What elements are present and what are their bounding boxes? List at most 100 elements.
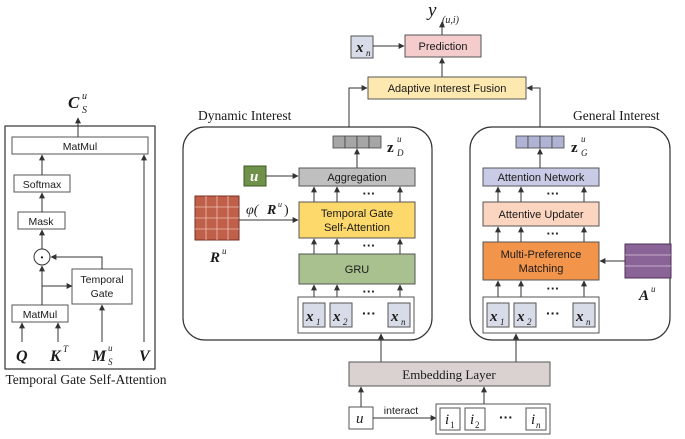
zg-vector [515,135,565,149]
dots-gru-tgsa: ··· [363,238,376,253]
arrow-gate-to-dot [50,254,103,269]
zg-sub: G [581,148,588,158]
k-input-label: K [49,348,62,365]
mask-label: Mask [28,216,54,228]
cs-output-label: C [68,93,80,112]
zg-sup: u [581,134,586,144]
output-y-sub: (u,i) [442,15,460,26]
au-matrix [624,243,672,279]
zd-vector [332,135,382,149]
softmax-label: Softmax [23,179,62,191]
dyn-seq-sub-2: 2 [343,317,348,327]
mpm-label-2: Matching [519,263,564,275]
dyn-seq-base-1: x [305,309,314,325]
zd-label: z [387,140,394,156]
zg-label: z [571,140,578,156]
gen-seq-sub-2: 2 [527,317,532,327]
au-label: A [638,288,649,304]
gen-seq-sub-1: 1 [500,317,505,327]
prediction-label: Prediction [419,41,468,53]
xn-query-sub: n [366,48,371,58]
gen-seq-cell-2 [513,302,537,328]
gen-seq-to-mpm-arrows [495,280,587,297]
item-base-1: i [445,412,449,428]
dots-seq-mpm: ··· [547,281,560,296]
matmul-top-label: MatMul [63,141,97,153]
gen-seq-sub-n: n [586,317,591,327]
zd-sup: u [397,134,402,144]
temporal-gate-box [71,268,133,305]
gru-to-tgsa-arrows [311,238,403,254]
matmul-top-box [11,136,149,155]
output-section: y (u,i) Prediction x n Adaptive Interest… [348,0,541,135]
item-cell-1 [439,407,461,431]
tgsa-to-aggregation-arrows [311,186,403,202]
gen-seq-base-2: x [516,309,525,325]
m-input-sub: S [108,357,113,367]
phi-sup: u [278,200,282,209]
matmul-bottom-box [11,304,69,323]
item-sub-n: n [536,420,541,430]
embedding-layer-label: Embedding Layer [402,367,496,382]
adaptive-fusion-label: Adaptive Interest Fusion [388,83,507,95]
phi-r: R [266,203,276,218]
mpm-label-1: Multi-Preference [501,249,582,261]
dots-tgsa-agg: ··· [363,186,376,201]
output-y-label: y [426,0,437,21]
matmul-bottom-label: MatMul [23,309,57,321]
tgsa-label-2: Self-Attention [324,222,390,234]
dyn-seq-sub-n: n [401,317,406,327]
dynamic-seq-items: x 1 x 2 ··· x n [302,302,411,328]
multi-preference-matching-box [482,241,600,281]
xn-query-box [350,35,374,59]
item-cell-2 [464,407,486,431]
phi-close: ) [284,203,289,218]
interact-label: interact [384,405,419,417]
dots-mpm-updater: ··· [547,226,560,241]
dynamic-interest-panel: Dynamic Interest z u D u Aggregation ···… [182,108,433,341]
tgsa-panel-frame [4,125,156,370]
arrow-zg-to-fusion [526,85,541,135]
dyn-seq-base-n: x [390,309,399,325]
gen-seq-base-n: x [575,309,584,325]
gen-seq-cell-n [572,302,596,328]
tgsa-box [298,201,416,239]
item-base-n: i [531,412,535,428]
tgsa-label-1: Temporal Gate [321,208,393,220]
ru-label: R [209,250,220,266]
general-interest-panel: General Interest z u G Attention Network… [469,108,672,341]
dyn-seq-cell-2 [329,302,353,328]
ru-sup: u [222,246,227,256]
dyn-seq-sub-1: 1 [316,317,321,327]
gen-seq-ellipsis: ··· [546,305,560,321]
zd-sub: D [396,148,404,158]
xn-query-label: x [355,40,364,56]
tgsa-caption: Temporal Gate Self-Attention [5,372,166,387]
phi-open: φ( [246,203,260,218]
attention-network-label: Attention Network [498,172,585,184]
dynamic-interest-title: Dynamic Interest [198,108,292,123]
aggregation-label: Aggregation [327,172,386,184]
item-ellipsis: ··· [499,409,513,425]
v-input-label: V [139,348,151,365]
user-input-label: u [356,411,364,427]
prediction-box [404,34,482,58]
attention-network-box [482,167,600,187]
item-cell-n [525,407,547,431]
dots-seq-gru: ··· [363,284,376,299]
mpm-to-updater-arrows [495,226,587,242]
cs-output-sub: S [82,105,87,116]
input-section: Embedding Layer u interact i 1 i 2 ··· i… [348,333,551,435]
aggregation-box [298,167,416,187]
ru-matrix [194,195,240,241]
dots-updater-attn: ··· [547,186,560,201]
au-sup: u [651,284,656,294]
tgsa-detail-panel: C u S MatMul Softmax Mask · Temporal Gat… [4,91,167,387]
temporal-gate-label-2: Gate [91,288,114,300]
dyn-seq-base-2: x [332,309,341,325]
item-sub-1: 1 [450,420,455,430]
user-embedding-label: u [250,169,258,185]
general-interest-title: General Interest [573,108,660,123]
